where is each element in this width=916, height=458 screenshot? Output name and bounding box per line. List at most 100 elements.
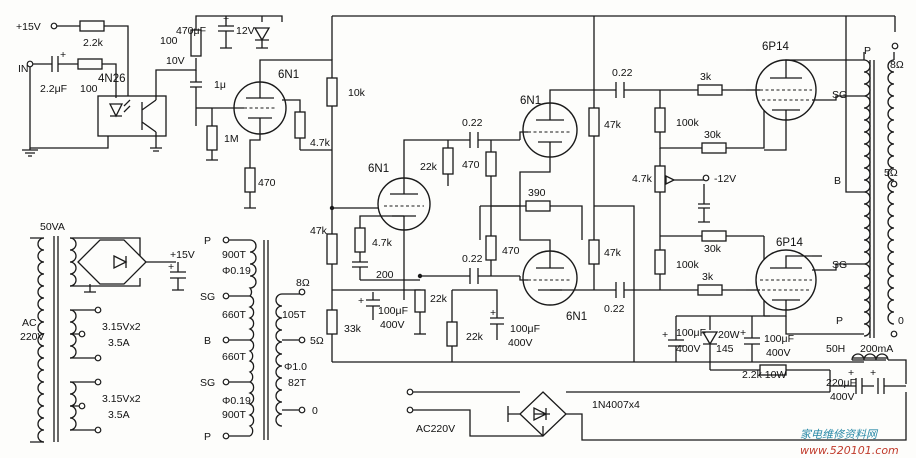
detail-terminal-p2	[222, 432, 230, 440]
label-022-out-bot: 0.22	[604, 303, 625, 315]
detail-tap-sg1: SG	[200, 291, 215, 303]
label-15v-out: +15V	[170, 249, 195, 261]
label-200: 200	[376, 269, 394, 281]
resistor-30k-bottom	[701, 230, 727, 242]
label-145: 145	[716, 343, 734, 355]
out-terminal-5ohm	[890, 180, 898, 188]
detail-tap-p2: P	[204, 431, 211, 443]
label-heater1-a: 3.5A	[108, 337, 130, 349]
detail-tap-sg2: SG	[200, 377, 215, 389]
resistor-22k-inverter	[414, 289, 426, 313]
label-22k-low: 22k	[466, 331, 484, 343]
detail-turns-1a: 900T	[222, 249, 247, 261]
label-otp-sg2: SG	[832, 259, 847, 271]
label-plus: +	[60, 49, 66, 61]
label-50va: 50VA	[40, 221, 65, 233]
label-1u: 1μ	[214, 79, 226, 91]
label-plus-l: +	[662, 329, 668, 341]
output-transformer-secondary	[887, 59, 895, 325]
label-470-low: 470	[502, 245, 520, 257]
label-otp-p1: P	[864, 45, 871, 57]
input-jack-label: IN	[18, 63, 29, 75]
label-100k-bottom: 100k	[676, 259, 700, 271]
out-terminal-8ohm	[891, 42, 899, 50]
label-400v-filter: 400V	[830, 391, 855, 403]
detail-terminal-b	[222, 336, 230, 344]
detail-turns-4a: Φ0.19	[222, 395, 251, 407]
label-400v-pi: 400V	[380, 319, 405, 331]
input-terminal	[26, 60, 34, 68]
label-10k: 10k	[348, 87, 366, 99]
detail-tap-5ohm: 5Ω	[310, 335, 324, 347]
label-out-8ohm: 8Ω	[890, 59, 904, 71]
label-100-in: 100	[80, 83, 98, 95]
label-heater2-v: 3.15Vx2	[102, 393, 141, 405]
label-tube-6p14-bottom: 6P14	[776, 237, 803, 249]
label-470-cathode: 470	[258, 177, 276, 189]
detail-turns-2: 660T	[222, 309, 247, 321]
output-transformer-detail: P SG B SG P 900T Φ0.19 660T 660T Φ0.19 9…	[200, 235, 324, 443]
mains-terminal-1	[406, 388, 414, 396]
detail-wire-1mm: Φ1.0	[284, 361, 307, 373]
label-22k-plate: 22k	[420, 161, 438, 173]
mains-terminal-2	[406, 406, 414, 414]
label-rectifier: 1N4007x4	[592, 399, 640, 411]
label-400v-l: 400V	[676, 343, 701, 355]
power-transformer-sec-15v	[69, 237, 77, 287]
label-47k-grid: 47k	[310, 225, 328, 237]
label-100uf-r: 100μF	[764, 333, 794, 345]
out-terminal-0	[890, 330, 898, 338]
label-tube-driver-top: 6N1	[520, 95, 541, 107]
hv-supply: + 100μF 400V 20W 145 + 100μF 400V 2.2k 1…	[332, 315, 907, 441]
detail-turns-82t: 82T	[288, 377, 307, 389]
label-4k7-feedback: 4.7k	[310, 137, 331, 149]
resistor-47k-top	[588, 107, 600, 137]
optocoupler-4n26	[97, 95, 167, 137]
bias-network: 100k 30k 3k 4.7k -12V 30k 100k 3k	[632, 71, 765, 316]
input-section: +15V 2.2k IN + 2.2μF 100 4N26	[16, 20, 170, 157]
detail-turns-105t: 105T	[282, 309, 307, 321]
label-022-top: 0.22	[462, 117, 483, 129]
heater1-terminal-c	[94, 354, 102, 362]
watermark: 家电维修资料网 www.520101.com	[800, 428, 899, 457]
detail-terminal-8ohm	[298, 288, 306, 296]
potentiometer-4k7	[654, 165, 666, 193]
watermark-url: www.520101.com	[800, 444, 899, 457]
resistor-10k	[326, 77, 338, 107]
output-stage: 6P14 6P14 P SG B SG P 8Ω 5	[746, 16, 904, 338]
label-30k-bottom: 30k	[704, 243, 722, 255]
detail-terminal-p1	[222, 236, 230, 244]
heater1-terminal-b	[78, 330, 86, 338]
label-otp-p2: P	[836, 315, 843, 327]
heater2-terminal-b	[78, 402, 86, 410]
resistor-470-cathode	[244, 167, 256, 193]
label-470-mid: 470	[462, 159, 480, 171]
label-022-low: 0.22	[462, 253, 483, 265]
driver-stage: 6N1 6N1 47k 47k 0.22 0.22	[519, 16, 660, 362]
supply-15v-label: +15V	[16, 21, 41, 33]
label-mains: AC220V	[416, 423, 455, 435]
resistor-2k2-10w	[759, 364, 787, 376]
label-tube-first: 6N1	[278, 69, 299, 81]
resistor-470-mid	[485, 151, 497, 177]
resistor-470-low	[485, 235, 497, 261]
label-400v-r: 400V	[766, 347, 791, 359]
label-out-5ohm: 5Ω	[884, 167, 898, 179]
label-plus-mid: +	[490, 307, 496, 319]
label-390: 390	[528, 187, 546, 199]
resistor-3k-bottom	[697, 284, 723, 296]
resistor-1m	[206, 125, 218, 151]
bridge-rectifier	[519, 391, 567, 437]
resistor-22k-low	[446, 321, 458, 347]
label-plus-pi: +	[358, 295, 364, 307]
detail-terminal-5ohm	[298, 336, 306, 344]
label-30k-top: 30k	[704, 129, 722, 141]
resistor-100-decoupling	[190, 29, 202, 57]
label-470uf: 470μF	[176, 25, 206, 37]
first-stage: 100 10V 470μF + 12V 1μ 1M 6N1 470 10k 4.…	[160, 13, 895, 209]
detail-terminal-sg1	[222, 292, 230, 300]
detail-turns-3: 660T	[222, 351, 247, 363]
label-1m: 1M	[224, 133, 239, 145]
output-transformer-primary	[863, 59, 871, 337]
